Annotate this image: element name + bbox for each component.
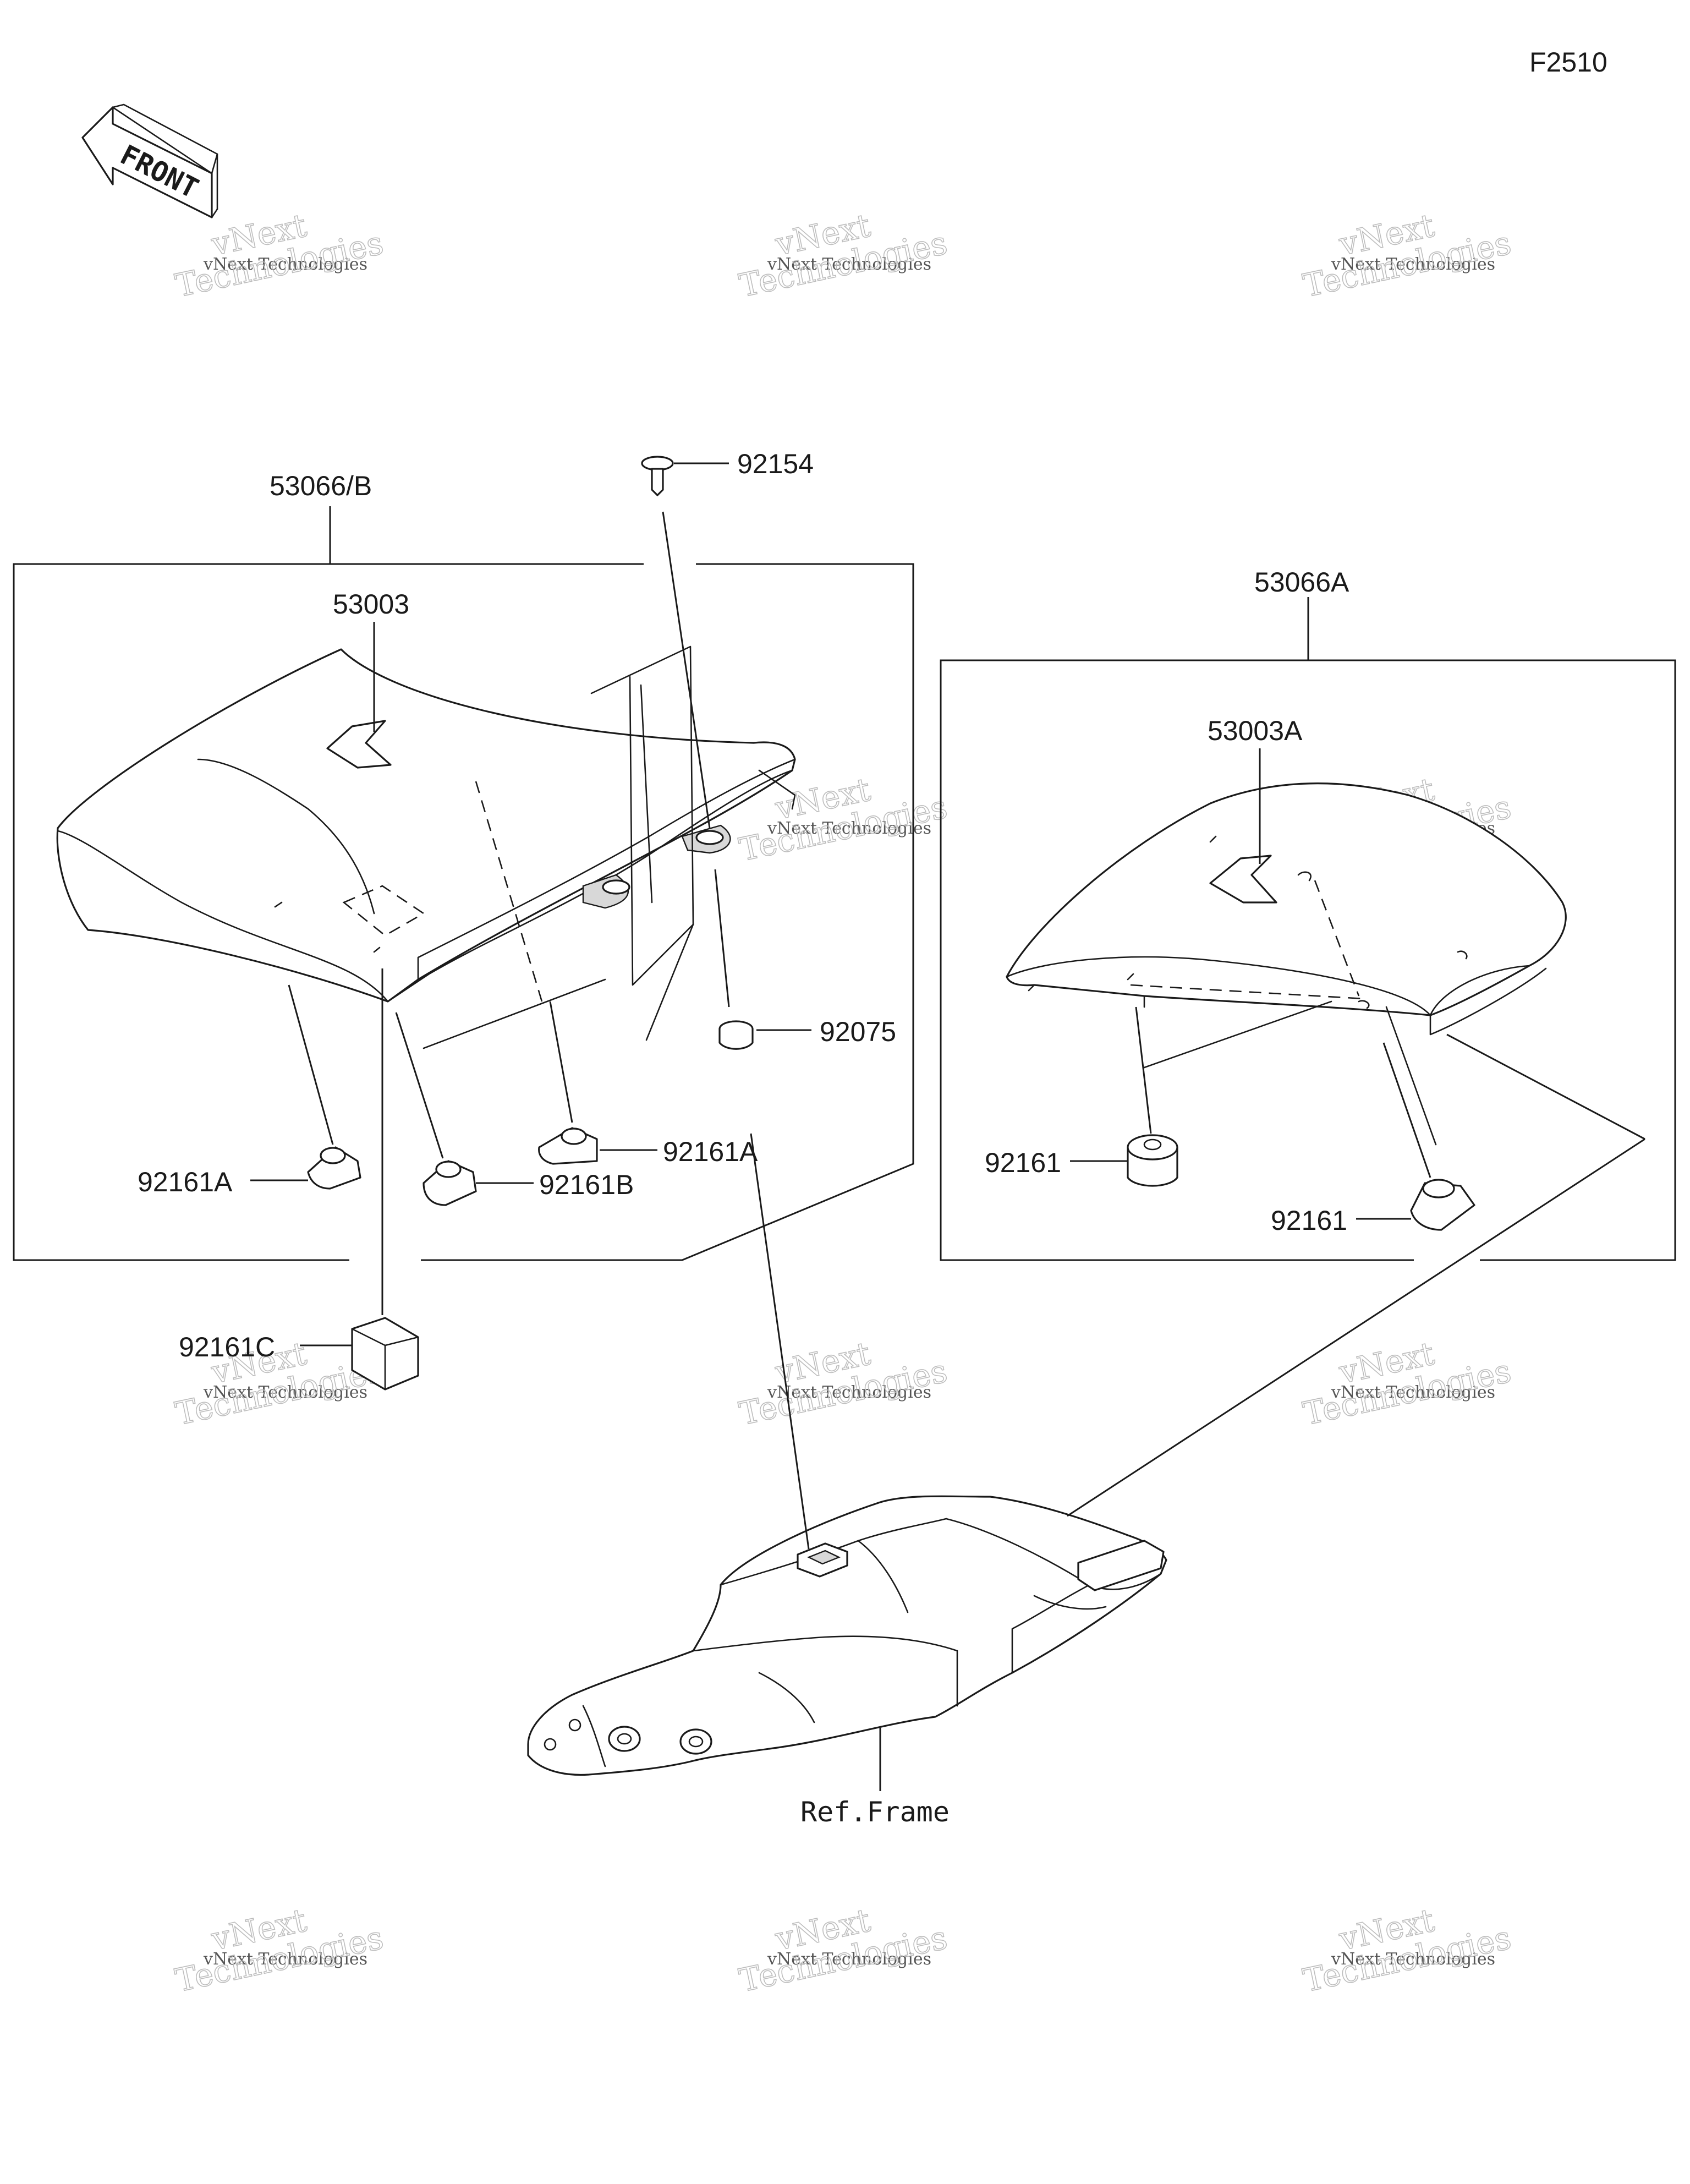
grommet-leader bbox=[714, 869, 730, 1008]
svg-text:vNext Technologies: vNext Technologies bbox=[767, 255, 931, 274]
label-92161-2[interactable]: 92161 bbox=[1271, 1205, 1347, 1236]
front-arrow-icon: FRONT bbox=[81, 103, 218, 218]
rear-damper-1-leader bbox=[1135, 1006, 1152, 1134]
svg-text:vNext Technologies: vNext Technologies bbox=[1331, 1950, 1495, 1969]
svg-text:vNext Technologies: vNext Technologies bbox=[203, 1950, 367, 1969]
frame-rear-seat-leader bbox=[1067, 1138, 1645, 1517]
damper-b-leader bbox=[395, 1012, 444, 1159]
rear-damper-2-leader bbox=[1382, 1042, 1431, 1178]
svg-text:vNext Technologies: vNext Technologies bbox=[203, 255, 367, 274]
damper-92161a-right[interactable]: 92161A bbox=[538, 1127, 758, 1167]
label-53066-b[interactable]: 53066/B bbox=[270, 470, 372, 501]
label-92161a-left[interactable]: 92161A bbox=[138, 1167, 233, 1197]
rear-damper-92161-2[interactable]: 92161 bbox=[1271, 1179, 1475, 1236]
label-53003a[interactable]: 53003A bbox=[1208, 715, 1303, 746]
label-53066a[interactable]: 53066A bbox=[1254, 567, 1349, 598]
damper-92161c[interactable]: 92161C bbox=[179, 1317, 419, 1391]
damper-92161b[interactable]: 92161B bbox=[422, 1160, 634, 1206]
main-seat-assembly-box: 53066/B bbox=[13, 470, 914, 1261]
main-seat[interactable]: 53003 bbox=[56, 589, 796, 1003]
label-53003[interactable]: 53003 bbox=[333, 589, 409, 620]
svg-text:vNext Technologies: vNext Technologies bbox=[767, 1950, 931, 1969]
svg-text:vNext Technologies: vNext Technologies bbox=[1331, 1383, 1495, 1402]
watermark-9: vNext vNext Technologies Technologies bbox=[1299, 1334, 1515, 1433]
damper-92161a-left[interactable]: 92161A bbox=[138, 1146, 361, 1197]
svg-text:vNext Technologies: vNext Technologies bbox=[767, 1383, 931, 1402]
svg-text:vNext Technologies: vNext Technologies bbox=[1331, 255, 1495, 274]
grommet-92075[interactable]: 92075 bbox=[718, 1016, 896, 1050]
main-seat-construction-lines bbox=[422, 645, 694, 1049]
watermark-2: vNext vNext Technologies Technologies bbox=[736, 206, 951, 305]
screw-leader bbox=[662, 511, 711, 829]
damper-a-right-leader bbox=[549, 1001, 573, 1123]
label-ref-frame[interactable]: Ref.Frame bbox=[800, 1796, 950, 1828]
label-92075[interactable]: 92075 bbox=[820, 1016, 896, 1047]
label-92161a-right[interactable]: 92161A bbox=[663, 1136, 758, 1167]
damper-a-left-leader bbox=[288, 984, 334, 1145]
label-92161b[interactable]: 92161B bbox=[539, 1169, 634, 1200]
watermark-12: vNext vNext Technologies Technologies bbox=[1299, 1901, 1515, 2000]
label-92161-1[interactable]: 92161 bbox=[985, 1147, 1061, 1178]
rear-frame[interactable] bbox=[527, 1495, 1167, 1776]
watermark-11: vNext vNext Technologies Technologies bbox=[736, 1901, 951, 2000]
watermark-1: vNext vNext Technologies Technologies bbox=[172, 206, 387, 305]
diagram-code: F2510 bbox=[1529, 47, 1607, 78]
watermark-8: vNext vNext Technologies Technologies bbox=[736, 1334, 951, 1433]
rear-seat-assembly-box: 53066A bbox=[940, 567, 1676, 1261]
watermark-10: vNext vNext Technologies Technologies bbox=[172, 1901, 387, 2000]
frame-rear-seat-leader-2 bbox=[1446, 1033, 1645, 1140]
label-92154[interactable]: 92154 bbox=[737, 448, 814, 479]
watermark-3: vNext vNext Technologies Technologies bbox=[1299, 206, 1515, 305]
svg-text:vNext Technologies: vNext Technologies bbox=[767, 819, 931, 838]
frame-grommet-leader bbox=[750, 1133, 810, 1550]
svg-text:vNext Technologies: vNext Technologies bbox=[203, 1383, 367, 1402]
rear-seat[interactable]: 53003A bbox=[1006, 715, 1567, 1146]
screw-92154[interactable]: 92154 bbox=[641, 448, 814, 496]
label-92161c[interactable]: 92161C bbox=[179, 1332, 275, 1362]
rear-damper-92161-1[interactable]: 92161 bbox=[985, 1134, 1178, 1187]
